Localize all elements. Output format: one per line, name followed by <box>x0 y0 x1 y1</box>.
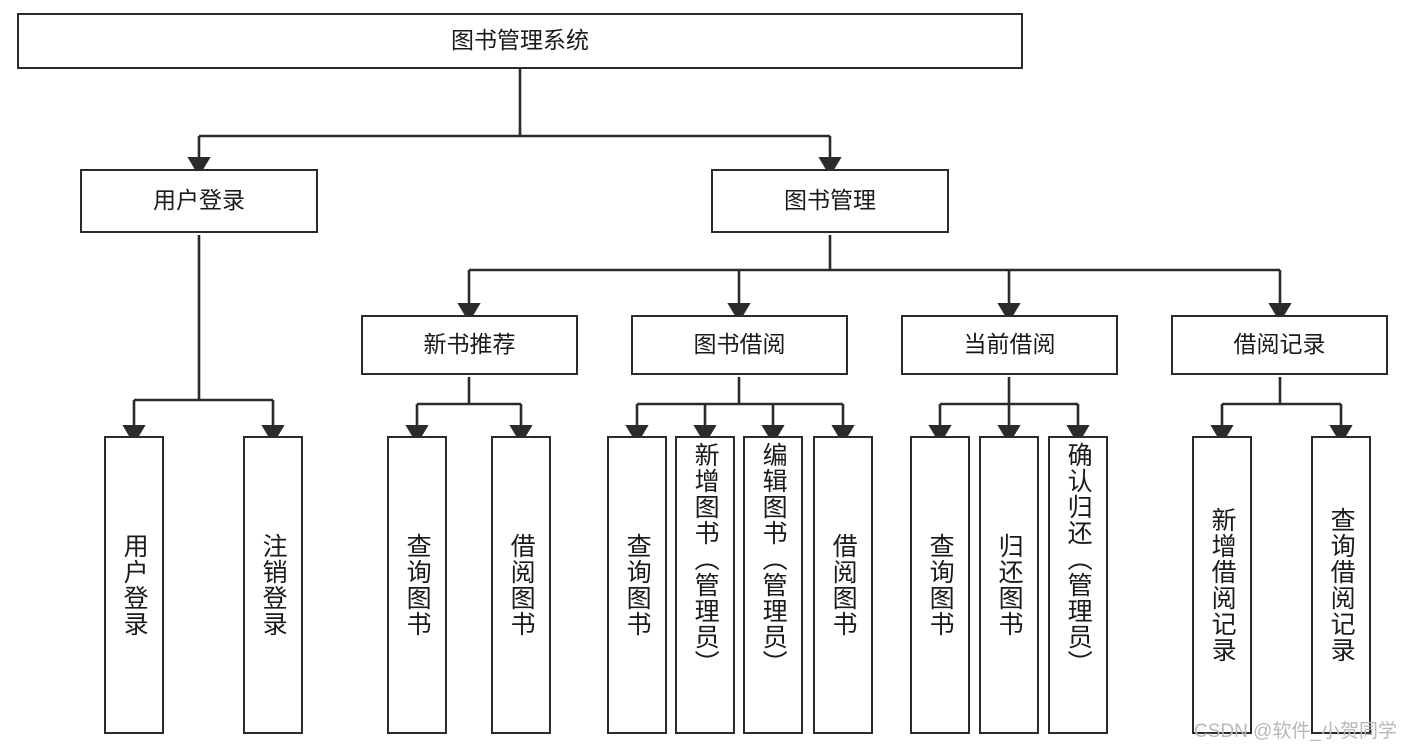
leaf-query-borrow-record[interactable]: 查询借阅记录 <box>1311 436 1371 734</box>
node-label: 新增图书（管理员） <box>691 442 720 676</box>
node-label: 图书管理系统 <box>451 27 589 54</box>
node-label: 查询图书 <box>403 533 432 637</box>
edge-record-to-leaves <box>1210 377 1353 445</box>
node-label: 新增借阅记录 <box>1208 507 1237 663</box>
node-label: 借阅图书 <box>507 533 536 637</box>
node-label: 注销登录 <box>259 533 288 637</box>
node-book-management[interactable]: 图书管理 <box>711 169 949 233</box>
leaf-confirm-return-admin[interactable]: 确认归还（管理员） <box>1048 436 1108 734</box>
node-label: 图书管理 <box>784 187 876 214</box>
node-label: 查询借阅记录 <box>1327 507 1356 663</box>
node-current-borrow[interactable]: 当前借阅 <box>901 315 1118 375</box>
leaf-add-borrow-record[interactable]: 新增借阅记录 <box>1192 436 1252 734</box>
leaf-logout[interactable]: 注销登录 <box>243 436 303 734</box>
edge-root-to-level2 <box>187 69 842 177</box>
node-label: 新书推荐 <box>423 331 516 358</box>
node-label: 借阅图书 <box>829 533 858 637</box>
leaf-query-book-current[interactable]: 查询图书 <box>910 436 970 734</box>
node-label: 借阅记录 <box>1233 331 1326 358</box>
node-label: 编辑图书（管理员） <box>759 442 788 676</box>
leaf-borrow-book-recommend[interactable]: 借阅图书 <box>491 436 551 734</box>
leaf-add-book-admin[interactable]: 新增图书（管理员） <box>675 436 735 734</box>
edge-recommend-to-leaves <box>405 377 533 445</box>
edge-borrow-to-leaves <box>625 377 855 445</box>
node-label: 用户登录 <box>153 187 245 214</box>
node-label: 用户登录 <box>120 533 149 637</box>
node-label: 查询图书 <box>623 533 652 637</box>
node-new-book-recommend[interactable]: 新书推荐 <box>361 315 578 375</box>
edge-userlogin-to-leaves <box>122 235 285 445</box>
node-root-book-management-system[interactable]: 图书管理系统 <box>17 13 1023 69</box>
edge-current-to-leaves <box>928 377 1090 445</box>
node-label: 归还图书 <box>995 533 1024 637</box>
node-label: 当前借阅 <box>963 331 1056 358</box>
leaf-edit-book-admin[interactable]: 编辑图书（管理员） <box>743 436 803 734</box>
leaf-query-book-recommend[interactable]: 查询图书 <box>387 436 447 734</box>
node-label: 图书借阅 <box>693 331 786 358</box>
leaf-query-book-borrow[interactable]: 查询图书 <box>607 436 667 734</box>
node-label: 查询图书 <box>926 533 955 637</box>
leaf-user-login[interactable]: 用户登录 <box>104 436 164 734</box>
edge-bookmgmt-to-level3 <box>457 235 1292 323</box>
leaf-return-book[interactable]: 归还图书 <box>979 436 1039 734</box>
node-label: 确认归还（管理员） <box>1064 442 1093 676</box>
leaf-borrow-book[interactable]: 借阅图书 <box>813 436 873 734</box>
node-book-borrow[interactable]: 图书借阅 <box>631 315 848 375</box>
node-user-login[interactable]: 用户登录 <box>80 169 318 233</box>
node-borrow-record[interactable]: 借阅记录 <box>1171 315 1388 375</box>
